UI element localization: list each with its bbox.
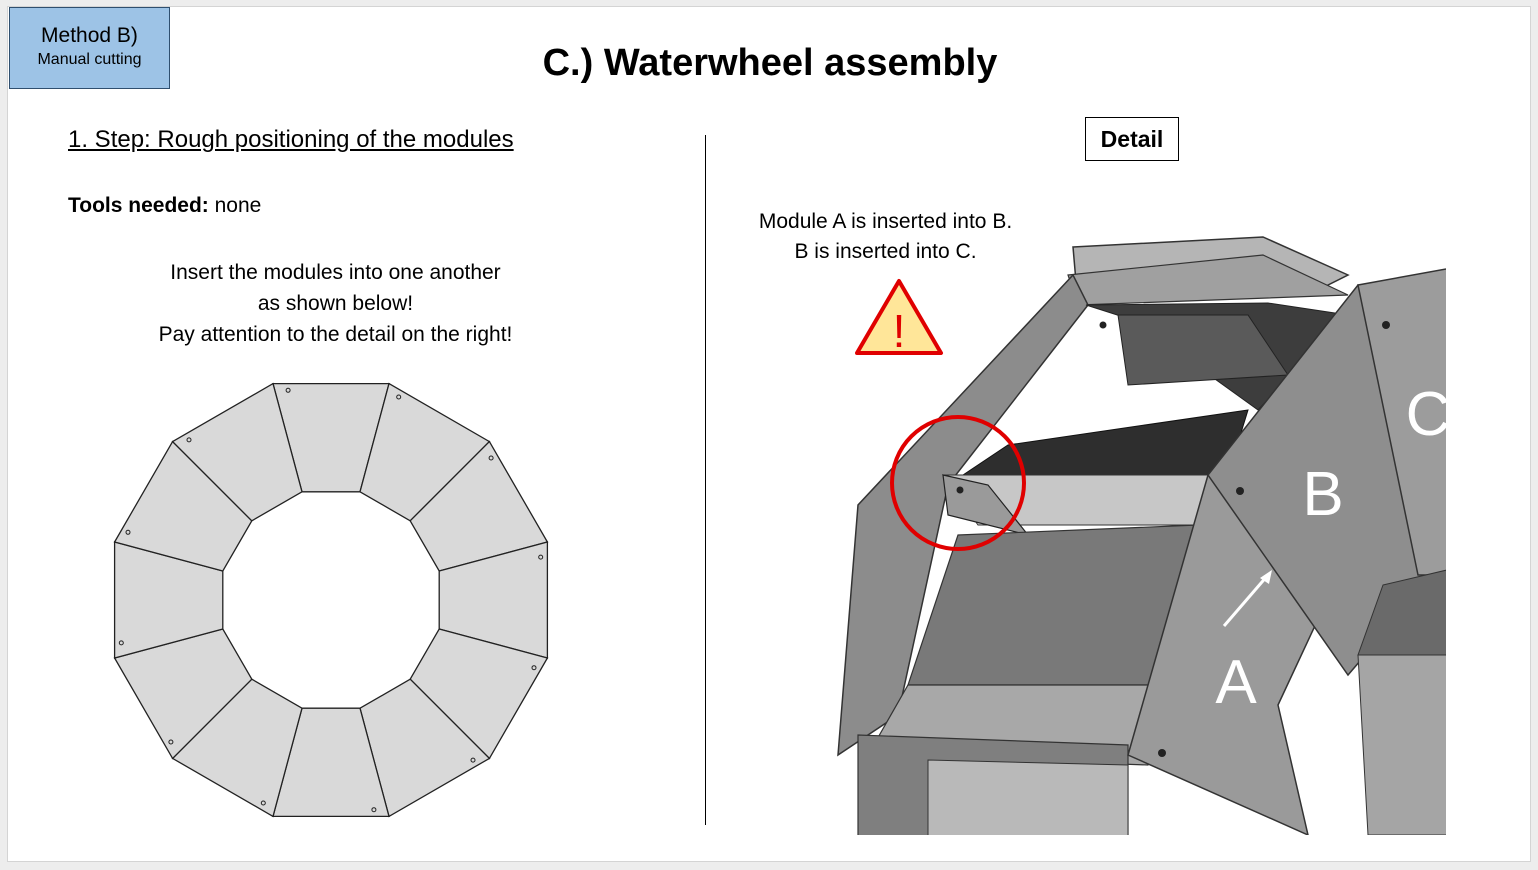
detail-label: Detail	[1085, 117, 1179, 161]
instruction-line: Pay attention to the detail on the right…	[158, 323, 513, 346]
instruction-line: Insert the modules into one another	[170, 261, 501, 284]
bolt-hole	[396, 394, 402, 400]
bolt-hole	[168, 739, 174, 745]
ring-module	[171, 382, 303, 522]
tools-needed: Tools needed: none	[68, 193, 261, 219]
instruction-line: as shown below!	[257, 292, 414, 315]
module-ring-diagram	[113, 382, 549, 818]
highlight-circle	[890, 415, 1026, 551]
instructions: Insert the modules into one another as s…	[98, 257, 573, 350]
bolt-hole	[125, 529, 131, 535]
bolt-hole	[186, 437, 192, 443]
bolt-hole	[488, 455, 494, 461]
method-badge: Method B) Manual cutting	[9, 7, 170, 89]
method-title: Method B)	[41, 24, 138, 47]
tools-value: none	[208, 194, 262, 217]
module-note: Module A is inserted into B. B is insert…	[708, 207, 1063, 267]
slide: Method B) Manual cutting C.) Waterwheel …	[7, 6, 1531, 862]
step-heading: 1. Step: Rough positioning of the module…	[68, 126, 514, 153]
column-divider	[705, 135, 706, 825]
method-subtitle: Manual cutting	[37, 51, 142, 68]
bolt-hole	[470, 757, 476, 763]
module-label-a: A	[1215, 648, 1257, 717]
page-title: C.) Waterwheel assembly	[542, 42, 998, 84]
module-note-line: Module A is inserted into B.	[758, 210, 1013, 233]
detail-illustration: A B C	[837, 236, 1446, 835]
bolt-hole	[285, 387, 291, 393]
bolt-hole	[531, 665, 537, 671]
bolt-hole	[538, 554, 544, 560]
warning-symbol: !	[893, 305, 906, 357]
warning-triangle-icon: !	[855, 279, 943, 357]
module-label-c: C	[1406, 380, 1446, 449]
module-note-line: B is inserted into C.	[794, 240, 977, 263]
bolt-hole	[260, 800, 266, 806]
tools-label: Tools needed:	[68, 194, 209, 217]
bolt-hole	[371, 807, 377, 813]
module-label-b: B	[1302, 460, 1343, 529]
bolt-hole	[118, 640, 124, 646]
